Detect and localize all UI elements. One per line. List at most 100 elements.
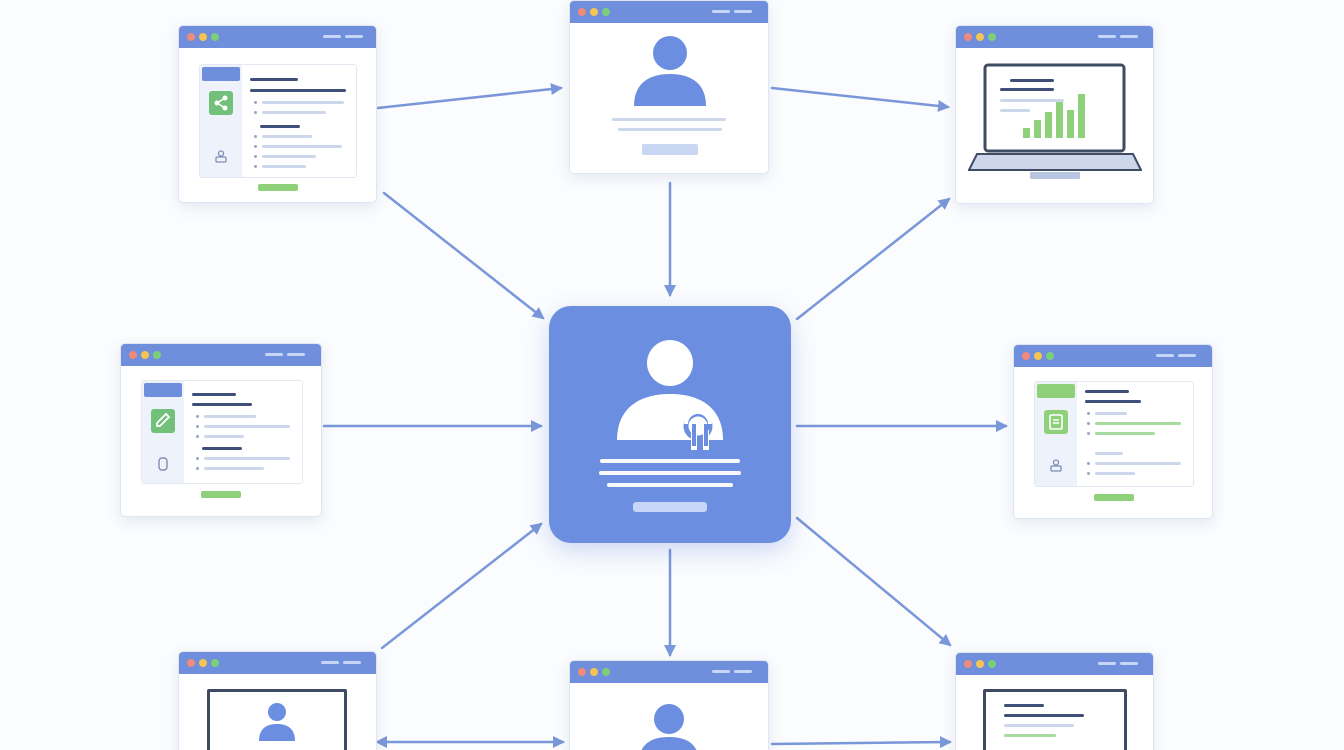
- user-avatar-icon: [257, 701, 297, 741]
- form-text-line: [262, 111, 326, 114]
- maximize-dot-icon: [211, 659, 219, 667]
- user-with-key-icon: [615, 338, 727, 454]
- titlebar-line: [712, 10, 730, 13]
- node-top-right-window: [955, 25, 1154, 204]
- document-heading-line: [1085, 390, 1129, 393]
- close-dot-icon: [129, 351, 137, 359]
- form-heading-line: [260, 125, 300, 128]
- titlebar-line: [265, 353, 283, 356]
- titlebar-line: [321, 661, 339, 664]
- titlebar-line: [734, 670, 752, 673]
- arrow-hub-to-top-right: [795, 197, 951, 321]
- form-heading-line: [202, 447, 242, 450]
- node-bottom-right-window: [955, 652, 1154, 750]
- identity-hub[interactable]: [549, 306, 791, 543]
- titlebar-line: [712, 670, 730, 673]
- list-bullet: [254, 135, 257, 138]
- window-titlebar: [121, 344, 321, 366]
- list-bullet: [1087, 462, 1090, 465]
- form-heading-line: [250, 78, 298, 81]
- window-titlebar: [179, 652, 376, 674]
- sidebar-tab: [202, 67, 240, 81]
- titlebar-line: [1120, 662, 1138, 665]
- monitor-screen: [207, 689, 347, 750]
- titlebar-line: [1156, 354, 1174, 357]
- maximize-dot-icon: [988, 33, 996, 41]
- minimize-dot-icon: [141, 351, 149, 359]
- submit-button[interactable]: [201, 491, 241, 498]
- form-text-line: [204, 457, 290, 460]
- document-heading-line: [1004, 714, 1084, 717]
- document-highlight-line: [1095, 432, 1155, 435]
- titlebar-line: [343, 661, 361, 664]
- hub-button[interactable]: [633, 502, 707, 512]
- close-dot-icon: [187, 659, 195, 667]
- minimize-dot-icon: [590, 8, 598, 16]
- form-text-line: [262, 101, 344, 104]
- profile-text-line: [612, 118, 726, 121]
- titlebar-line: [1120, 35, 1138, 38]
- lock-icon: [157, 457, 169, 471]
- form-text-line: [204, 467, 264, 470]
- list-bullet: [254, 165, 257, 168]
- close-dot-icon: [578, 8, 586, 16]
- close-dot-icon: [187, 33, 195, 41]
- list-bullet: [196, 425, 199, 428]
- hub-text-line: [599, 471, 741, 475]
- document-highlight-line: [1004, 734, 1056, 737]
- arrow-top-left-to-hub: [382, 191, 545, 320]
- maximize-dot-icon: [153, 351, 161, 359]
- maximize-dot-icon: [1046, 352, 1054, 360]
- list-bullet: [1087, 472, 1090, 475]
- document-heading-line: [1004, 704, 1044, 707]
- monitor-screen: [983, 689, 1127, 750]
- window-titlebar: [1014, 345, 1212, 367]
- node-bottom-center-window: [569, 660, 769, 750]
- window-titlebar: [570, 1, 768, 23]
- document-sidebar: [1035, 382, 1077, 486]
- document-panel: [1034, 381, 1194, 487]
- document-text-line: [1004, 724, 1074, 727]
- document-text-line: [1095, 462, 1181, 465]
- close-dot-icon: [578, 668, 586, 676]
- titlebar-line: [345, 35, 363, 38]
- user-avatar-icon: [633, 35, 707, 107]
- profile-text-line: [618, 128, 722, 131]
- close-dot-icon: [964, 33, 972, 41]
- hub-text-line: [600, 459, 740, 463]
- titlebar-line: [323, 35, 341, 38]
- edit-icon: [151, 409, 175, 433]
- form-text-line: [204, 425, 290, 428]
- submit-button[interactable]: [258, 184, 298, 191]
- form-panel: [141, 380, 303, 484]
- arrow-top-center-to-top-right: [770, 86, 950, 112]
- titlebar-line: [1178, 354, 1196, 357]
- list-bullet: [254, 111, 257, 114]
- list-bullet: [1087, 422, 1090, 425]
- window-titlebar: [956, 653, 1153, 675]
- window-titlebar: [570, 661, 768, 683]
- document-highlight-line: [1095, 422, 1181, 425]
- titlebar-line: [1098, 662, 1116, 665]
- node-middle-left-window: [120, 343, 322, 517]
- arrow-hub-to-bottom-right: [795, 516, 952, 647]
- window-titlebar: [956, 26, 1153, 48]
- document-text-line: [1095, 452, 1123, 455]
- minimize-dot-icon: [199, 659, 207, 667]
- user-lock-icon: [1049, 458, 1063, 472]
- sidebar-tab: [1037, 384, 1075, 398]
- user-lock-icon: [214, 149, 228, 163]
- document-text-line: [1095, 412, 1127, 415]
- hub-text-line: [607, 483, 733, 487]
- arrow-top-left-to-top-center: [376, 83, 563, 110]
- laptop-icon: [968, 62, 1142, 182]
- close-dot-icon: [964, 660, 972, 668]
- window-titlebar: [179, 26, 376, 48]
- list-bullet: [254, 101, 257, 104]
- titlebar-line: [1098, 35, 1116, 38]
- profile-button[interactable]: [642, 144, 698, 155]
- submit-button[interactable]: [1094, 494, 1134, 501]
- list-bullet: [196, 457, 199, 460]
- list-bullet: [254, 155, 257, 158]
